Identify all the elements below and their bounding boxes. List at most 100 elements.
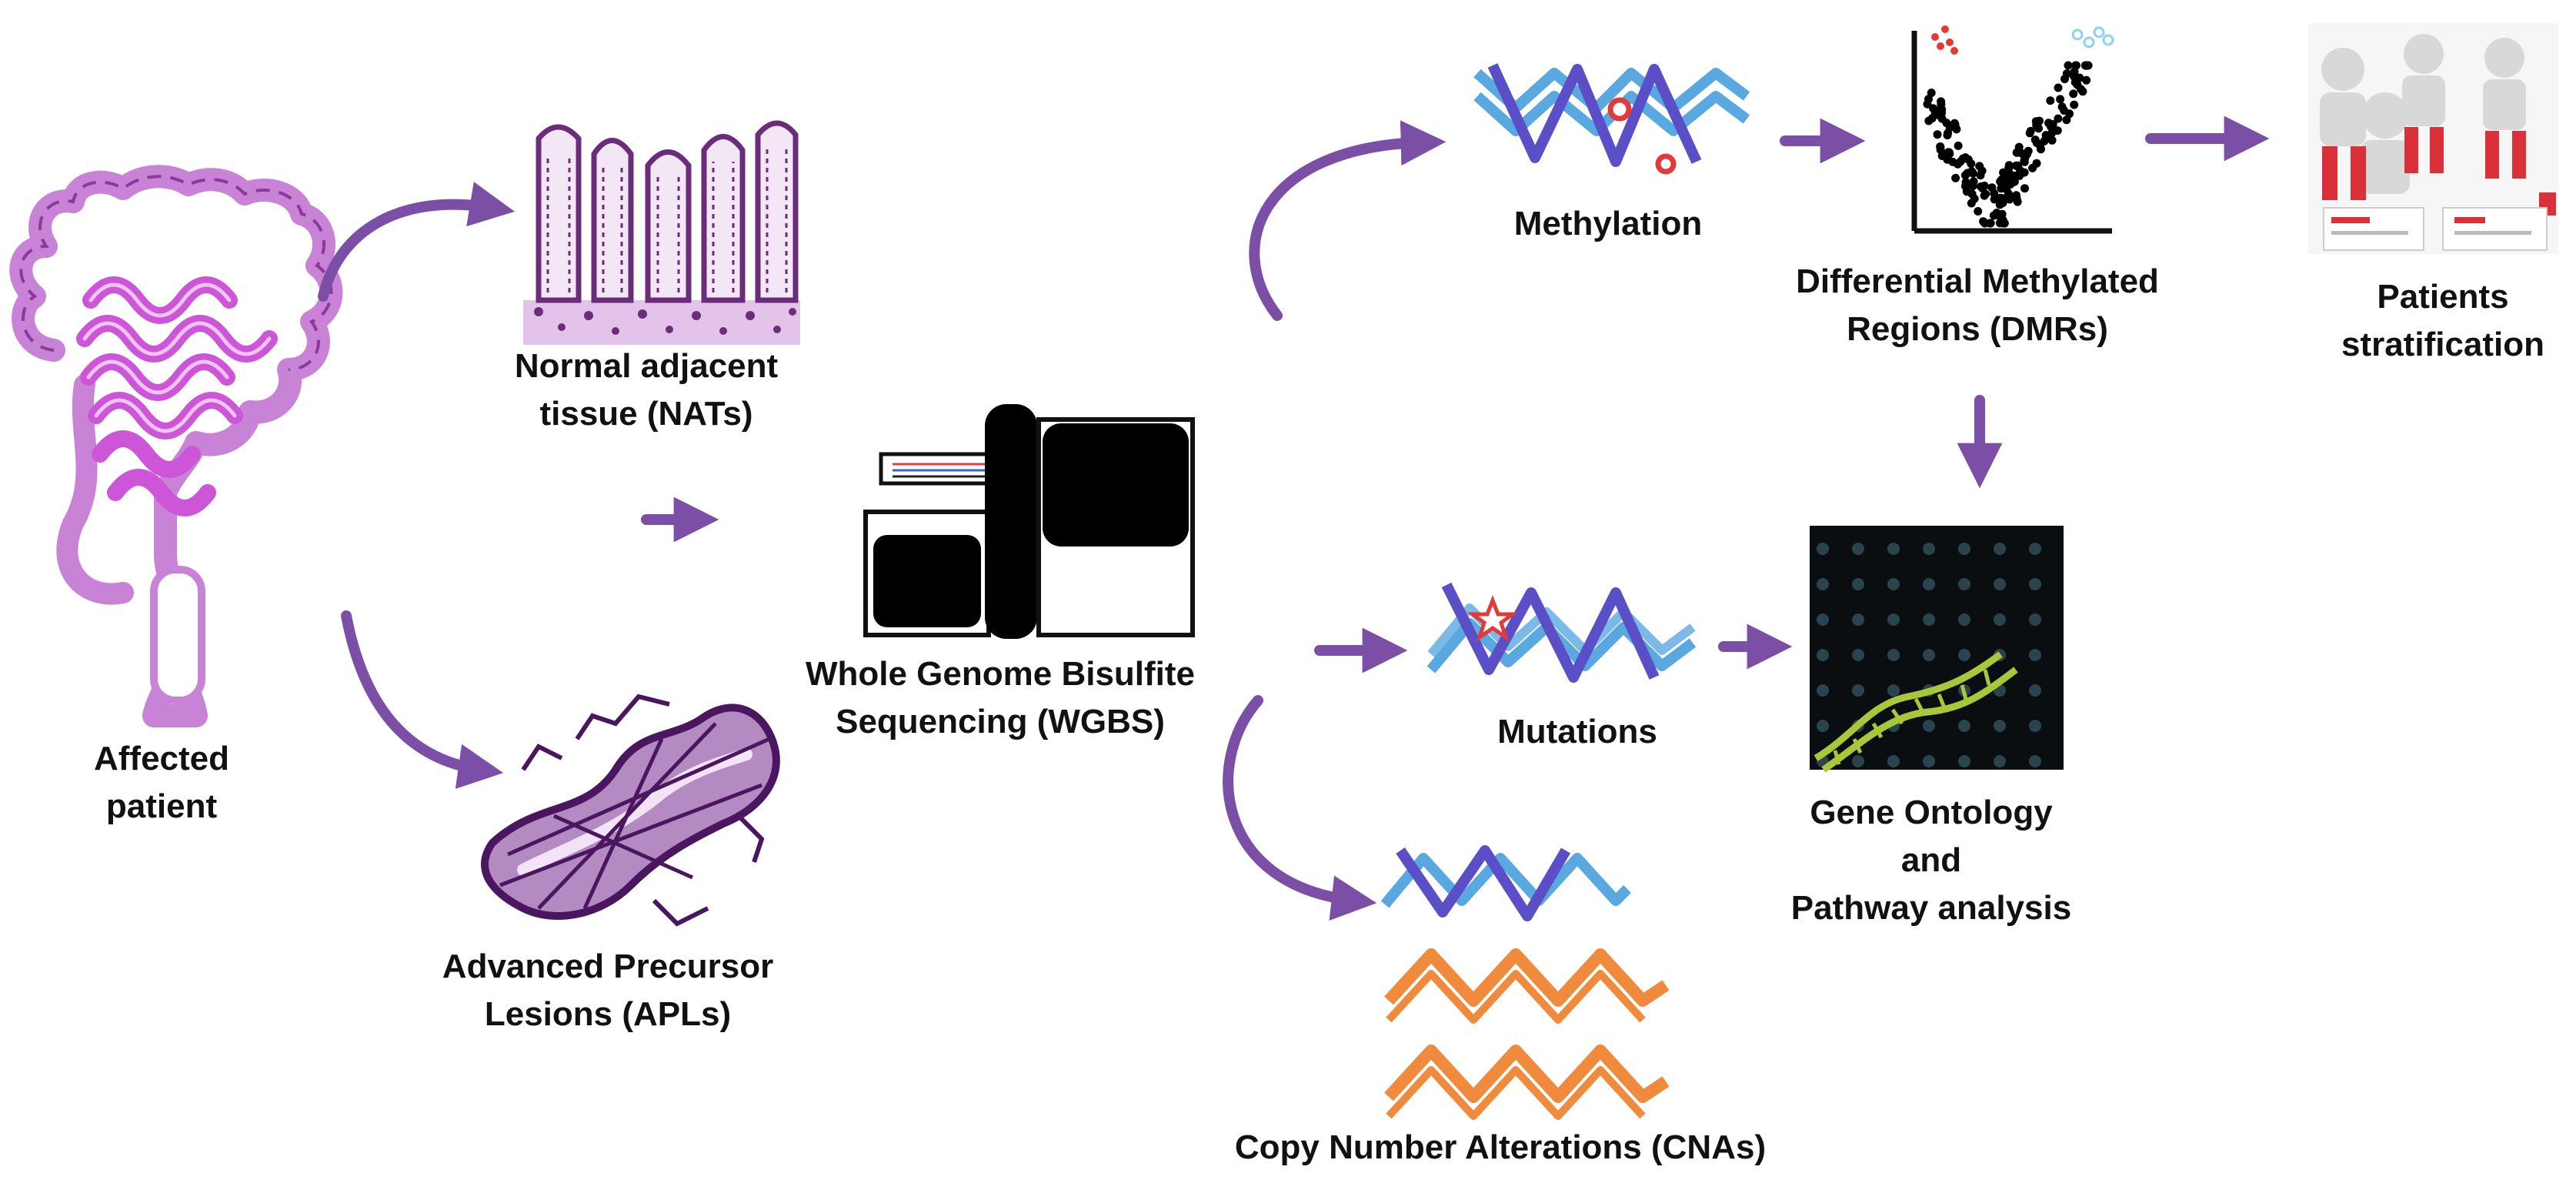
volcano-point	[1944, 129, 1953, 138]
volcano-point	[1954, 141, 1963, 150]
intestine-icon	[9, 165, 343, 727]
arrow-wgbs-to-methylation	[1249, 120, 1446, 321]
volcano-point	[2037, 145, 2045, 154]
volcano-point	[1961, 178, 1970, 187]
volcano-point	[2030, 135, 2040, 145]
label-line: Methylation	[1513, 205, 1703, 242]
volcano-point	[2013, 197, 2022, 206]
volcano-point	[2064, 61, 2073, 70]
label-line: Regions (DMRs)	[1847, 310, 2108, 348]
volcano-point	[2005, 195, 2014, 204]
arrow-wgbs-to-cna	[1223, 695, 1377, 921]
volcano-point	[1927, 89, 1936, 98]
label-line: Sequencing (WGBS)	[836, 703, 1165, 740]
label-line: Advanced Precursor	[442, 948, 774, 985]
dna-helix-icon	[1810, 526, 2064, 773]
volcano-point	[2054, 83, 2063, 92]
label-line: tissue (NATs)	[539, 395, 753, 433]
label-dmr: Differential Methylated Regions (DMRs)	[1747, 258, 2208, 353]
volcano-point	[2070, 100, 2079, 109]
volcano-point	[1933, 130, 1942, 139]
volcano-point	[2057, 102, 2067, 112]
dna-copy-number-icon	[1380, 845, 1670, 1120]
volcano-point	[1923, 99, 1932, 109]
label-normal-tissue: Normal adjacent tissue (NATs)	[462, 343, 831, 438]
volcano-point	[1987, 183, 1997, 192]
label-apl: Advanced Precursor Lesions (APLs)	[400, 943, 816, 1038]
sequencer-icon	[863, 404, 1195, 639]
dna-mutation-icon	[1426, 582, 1697, 683]
volcano-point	[2062, 115, 2071, 125]
arrow-patient-to-nat	[318, 182, 516, 302]
volcano-point	[2060, 75, 2069, 84]
volcano-point	[2003, 178, 2012, 187]
label-line: Affected	[93, 740, 230, 777]
label-line: Copy Number Alterations (CNAs)	[1234, 1128, 1767, 1166]
volcano-point	[1927, 114, 1937, 123]
volcano-point	[1967, 199, 1976, 208]
volcano-point	[2020, 184, 2029, 193]
volcano-point	[2044, 119, 2053, 128]
volcano-point	[2011, 161, 2020, 170]
volcano-point	[1950, 119, 1960, 129]
label-gene-ontology: Gene Ontology and Pathway analysis	[1716, 789, 2147, 932]
volcano-point	[1990, 195, 1999, 204]
volcano-point	[1998, 199, 2007, 207]
label-cna: Copy Number Alterations (CNAs)	[1139, 1124, 1862, 1172]
volcano-point	[1954, 159, 1962, 169]
volcano-point	[1967, 189, 1977, 199]
volcano-point	[1936, 142, 1945, 151]
volcano-point	[2010, 177, 2019, 186]
label-mutations: Mutations	[1416, 708, 1739, 756]
lesion-icon	[481, 694, 780, 927]
volcano-point	[2082, 61, 2091, 70]
label-line: Patients	[2377, 278, 2509, 316]
label-methylation: Methylation	[1446, 200, 1770, 248]
label-line: Gene Ontology	[1810, 794, 2053, 831]
label-line: Mutations	[1497, 713, 1657, 750]
label-wgbs: Whole Genome Bisulfite Sequencing (WGBS)	[754, 650, 1246, 746]
volcano-point	[2046, 96, 2055, 105]
volcano-point	[1931, 106, 1940, 115]
label-line: stratification	[2341, 326, 2545, 363]
label-line: Normal adjacent	[514, 347, 779, 385]
volcano-point	[1980, 219, 1990, 228]
volcano-point	[2028, 163, 2037, 172]
volcano-point	[2072, 61, 2080, 70]
volcano-point	[1974, 207, 1983, 216]
dna-methylation-icon	[1473, 63, 1750, 175]
volcano-point	[1968, 182, 1977, 190]
volcano-point	[2020, 157, 2029, 166]
volcano-point	[1976, 171, 1985, 180]
volcano-point	[2035, 116, 2044, 125]
volcano-point	[2017, 149, 2026, 158]
volcano-plot-icon	[1911, 25, 2114, 234]
volcano-point	[2070, 67, 2079, 76]
volcano-point	[2075, 73, 2084, 82]
label-affected-patient: Affected patient	[46, 735, 277, 831]
volcano-point	[2047, 129, 2056, 138]
volcano-point	[2056, 95, 2065, 104]
volcano-point	[2054, 114, 2063, 123]
patients-icon	[2308, 23, 2558, 254]
label-line: Differential Methylated	[1796, 262, 2159, 300]
volcano-point	[1951, 173, 1960, 182]
label-line: Whole Genome Bisulfite	[805, 655, 1196, 693]
volcano-point	[2025, 129, 2034, 138]
volcano-point	[1980, 191, 1989, 200]
volcano-point	[2020, 168, 2029, 177]
volcano-point	[1999, 168, 2008, 177]
volcano-point	[2024, 146, 2033, 155]
label-stratification: Patients stratification	[2316, 273, 2570, 369]
volcano-point	[1978, 184, 1987, 193]
volcano-point	[2069, 89, 2078, 99]
arrow-patient-to-apl	[341, 610, 504, 789]
volcano-point	[2082, 75, 2091, 85]
label-line: and	[1900, 841, 1962, 879]
volcano-point	[1944, 148, 1954, 157]
label-line: Pathway analysis	[1790, 889, 2072, 927]
volcano-point	[1964, 155, 1973, 164]
volcano-point	[1994, 211, 2004, 220]
